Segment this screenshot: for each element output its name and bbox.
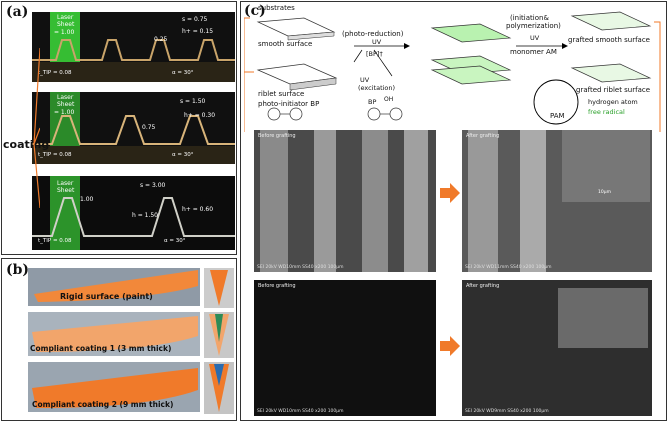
scheme-diagram [244,11,661,132]
hull-caption-2: Compliant coating 1 (3 mm thick) [30,344,172,353]
legend-free-radical: free radical [588,108,625,116]
orange-arrow-bottom [440,336,460,356]
uv-excitation-label: UV [360,76,370,84]
smooth-surface-label: smooth surface [258,40,313,48]
hplus-1: h+ = 0.15 [182,28,214,35]
monomer-label: monomer AM [510,48,557,56]
coating-label: coating [3,138,50,151]
spacing-1: s = 0.75 [182,16,208,23]
bp-radical-label: [BP]† [366,50,383,58]
coating-arrows [33,47,40,209]
sem-title-3: Before grafting [258,283,296,289]
uv-label-2: UV [530,34,540,42]
sem-title-2: After grafting [466,133,500,139]
sem-footer-1: SEI 20kV WD10mm SS40 x200 100μm [257,265,344,270]
sem-title-1: Before grafting [258,133,296,139]
panel-c-label: (c) [244,3,266,19]
riblet-photo-3: Laser Sheet 1.00 s = 3.00 h+ = 0.60 h = … [32,176,235,250]
laser-label-2b: Sheet [57,101,75,108]
spacing-3: s = 3.00 [140,182,166,189]
tip-1: t_TIP = 0.08 [38,70,72,76]
riblet-photo-1: Laser Sheet = 1.00 s = 0.75 h+ = 0.15 0.… [32,12,235,82]
riblet-photo-2: Laser Sheet = 1.00 s = 1.50 h+ = 0.30 0.… [32,92,235,164]
hull-3: Compliant coating 2 (9 mm thick) [28,362,200,412]
legend-hydrogen: hydrogen atom [588,98,638,106]
side-view-2 [204,312,234,358]
laser-label-3b: Sheet [57,187,75,194]
sem-title-4: After grafting [466,283,500,289]
laser-label-2: Laser [57,94,74,101]
hull-caption-3: Compliant coating 2 (9 mm thick) [32,400,174,409]
alpha-1: α = 30° [172,70,194,76]
height-2: 0.75 [142,124,156,131]
sem-footer-2: SEI 20kV WD11mm SS40 x200 100μm [465,265,552,270]
laser-val-3: 1.00 [80,196,94,203]
side-view-3 [204,362,234,414]
uv-excitation-label-2: (excitation) [358,84,396,92]
photo-reduction-label: (photo-reduction) [342,30,404,38]
side-view-1 [204,268,234,308]
grafted-smooth-label: grafted smooth surface [568,36,650,44]
panel-a-label: (a) [6,4,29,20]
init-label: (initiation& [510,14,549,22]
hull-caption-1: Rigid surface (paint) [60,292,153,301]
alpha-3: α = 30° [164,238,186,244]
inset-scale-1: 10μm [598,190,611,195]
laser-val-1: = 1.00 [54,29,75,36]
spacing-2: s = 1.50 [180,98,206,105]
sem-before-smooth: Before grafting SEI 20kV WD10mm SS40 x20… [254,280,436,416]
riblet-surface-label: riblet surface [258,90,305,98]
laser-val-2: = 1.00 [54,109,75,116]
laser-label-1: Laser [57,14,74,21]
init-label-2: polymerization) [506,22,561,30]
sem-after-smooth: After grafting SEI 20kV WD9mm SS40 x200 … [462,280,652,416]
hull-2: Compliant coating 1 (3 mm thick) [28,312,200,356]
height-1: 0.25 [154,36,168,43]
grafted-riblet-label: grafted riblet surface [576,86,651,94]
height-3: h = 1.50 [132,212,159,219]
sem-footer-3: SEI 20kV WD10mm SS40 x200 100μm [257,409,344,414]
bp-label: BP [368,98,377,106]
panel-b-label: (b) [6,262,30,278]
alpha-2: α = 30° [172,152,194,158]
photo-initiator-label: photo-initiator BP [258,100,320,108]
hplus-2: h+ = 0.30 [184,112,216,119]
oh-label: OH [384,96,394,103]
sem-footer-4: SEI 20kV WD9mm SS40 x200 100μm [465,409,549,414]
hull-1: Rigid surface (paint) [28,268,200,306]
substrates-label: substrates [258,4,295,12]
tip-2: t_TIP = 0.08 [38,152,72,158]
tip-3: t_TIP = 0.08 [38,238,72,244]
laser-label-3: Laser [57,180,74,187]
orange-arrow-top [440,183,460,203]
sem-before-riblet: Before grafting SEI 20kV WD10mm SS40 x20… [254,130,436,272]
hplus-3: h+ = 0.60 [182,206,214,213]
pam-label: PAM [550,112,565,120]
laser-label-1b: Sheet [57,21,75,28]
sem-after-riblet: After grafting 10μm SEI 20kV WD11mm SS40… [462,130,652,272]
uv-label-1: UV [372,38,382,46]
